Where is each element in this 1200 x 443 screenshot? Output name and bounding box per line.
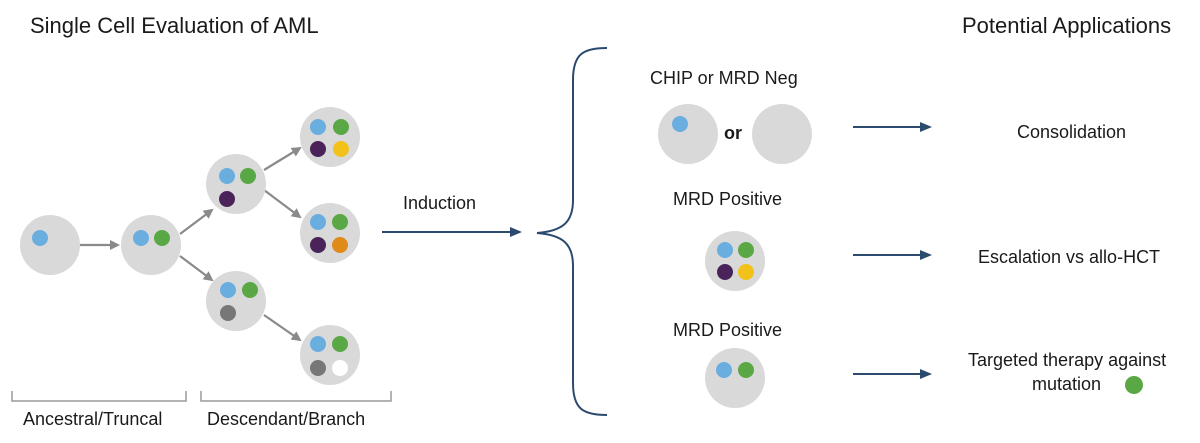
outcome-curly-brace — [536, 47, 608, 416]
mutation-green-dot — [1125, 376, 1143, 394]
dot-green — [333, 119, 349, 135]
arrow-upper-to-middle-leaf — [263, 189, 302, 219]
dot-blue — [310, 119, 326, 135]
cell-ancestral — [20, 215, 80, 275]
arrow-lower-to-bottom-leaf — [263, 314, 302, 342]
cell-branch-upper — [206, 154, 266, 214]
dot-purple — [310, 237, 326, 253]
or-label: or — [724, 123, 742, 143]
application-arrows — [853, 122, 932, 379]
dot-blue — [310, 214, 326, 230]
bracket-ancestral — [11, 391, 187, 402]
dot-yellow — [333, 141, 349, 157]
dot-blue — [717, 242, 733, 258]
arrow-truncal-to-lower-branch — [179, 255, 214, 282]
dot-blue — [220, 282, 236, 298]
cell-outcome-empty — [752, 104, 812, 164]
dot-purple — [310, 141, 326, 157]
dot-yellow — [738, 264, 754, 280]
descendant-branch-label: Descendant/Branch — [207, 409, 366, 429]
cell-leaf-top — [300, 107, 360, 167]
arrow-upper-to-top-leaf — [263, 146, 302, 171]
dot-blue — [310, 336, 326, 352]
outcome-mrd-positive-label-1: MRD Positive — [673, 189, 783, 209]
dot-purple — [219, 191, 235, 207]
cell-outcome-mrd-positive-1 — [705, 231, 765, 291]
outcome-mrd-positive-label-2: MRD Positive — [673, 320, 783, 340]
induction-label: Induction — [403, 193, 477, 213]
dot-blue — [716, 362, 732, 378]
application-targeted-line2: mutation — [1032, 374, 1102, 394]
cell-truncal — [121, 215, 181, 275]
dot-gray — [310, 360, 326, 376]
cell-leaf-middle — [300, 203, 360, 263]
dot-blue — [672, 116, 688, 132]
dot-blue — [133, 230, 149, 246]
outcome-chip-label: CHIP or MRD Neg — [650, 68, 798, 88]
dot-blue — [219, 168, 235, 184]
cell-outcome-mrd-positive-2 — [705, 348, 765, 408]
arrow-truncal-to-upper-branch — [179, 208, 214, 235]
applications-title: Potential Applications — [962, 13, 1172, 38]
dot-purple — [717, 264, 733, 280]
dot-blue — [32, 230, 48, 246]
dot-green — [738, 362, 754, 378]
bracket-descendant — [200, 391, 392, 402]
dot-green — [240, 168, 256, 184]
cell-leaf-bottom — [300, 325, 360, 385]
application-escalation: Escalation vs allo-HCT — [978, 247, 1161, 267]
dot-orange — [332, 237, 348, 253]
cell-branch-lower — [206, 271, 266, 331]
cell-outcome-chip — [658, 104, 718, 164]
dot-green — [154, 230, 170, 246]
evolution-arrows — [80, 146, 302, 342]
application-consolidation: Consolidation — [1017, 122, 1127, 142]
dot-green — [332, 336, 348, 352]
dot-white — [332, 360, 348, 376]
dot-green — [332, 214, 348, 230]
diagram-title: Single Cell Evaluation of AML — [30, 13, 319, 38]
ancestral-truncal-label: Ancestral/Truncal — [23, 409, 163, 429]
dot-gray — [220, 305, 236, 321]
dot-green — [242, 282, 258, 298]
dot-green — [738, 242, 754, 258]
application-targeted-line1: Targeted therapy against — [968, 350, 1167, 370]
